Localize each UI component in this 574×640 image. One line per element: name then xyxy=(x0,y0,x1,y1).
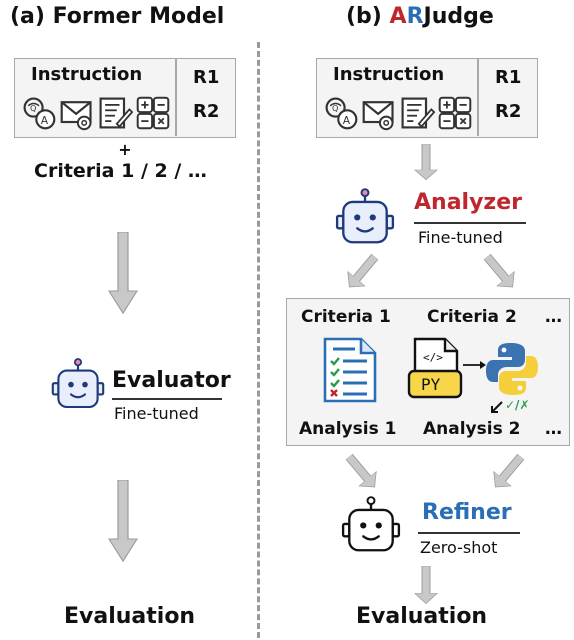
calculator-icon xyxy=(135,95,171,131)
right-arrow xyxy=(463,361,486,369)
plus-sign: + xyxy=(118,140,132,159)
search-chat-icon xyxy=(323,95,359,131)
document-edit-icon xyxy=(97,95,133,131)
robot-icon xyxy=(334,188,396,250)
check-fail-label: ✓/✗ xyxy=(505,398,530,412)
right-panel-title: (b) ARJudge xyxy=(346,4,494,29)
left-instruction-box: Instruction R1 R2 xyxy=(14,58,236,138)
evaluator-name: Evaluator xyxy=(112,368,231,393)
output-arrow-icon xyxy=(491,401,503,413)
calculator-icon xyxy=(437,95,473,131)
divider-line xyxy=(175,59,177,136)
analyzer-subtitle: Fine-tuned xyxy=(418,228,503,247)
analysis-box: Criteria 1 Criteria 2 … </> PY xyxy=(286,298,570,446)
response-r1-label: R1 xyxy=(193,67,220,88)
title-rest: Judge xyxy=(423,4,494,29)
analysis-2-label: Analysis 2 xyxy=(423,419,521,439)
evaluator-subtitle: Fine-tuned xyxy=(114,404,199,423)
down-right-arrow xyxy=(340,452,384,492)
refiner-underline xyxy=(418,532,520,534)
title-a-letter: A xyxy=(389,4,407,29)
down-right-arrow xyxy=(478,252,522,292)
analyzer-name: Analyzer xyxy=(414,190,522,215)
divider-line xyxy=(477,59,479,136)
mail-icon xyxy=(361,95,397,131)
robot-icon xyxy=(340,496,402,558)
criteria-1-label: Criteria 1 xyxy=(301,307,391,327)
right-evaluation-output: Evaluation xyxy=(356,604,488,629)
down-arrow xyxy=(108,232,138,314)
criteria-2-label: Criteria 2 xyxy=(427,307,517,327)
robot-icon xyxy=(50,358,106,414)
svg-text:</>: </> xyxy=(423,351,443,364)
down-left-arrow xyxy=(486,452,530,492)
title-prefix: (b) xyxy=(346,4,390,29)
down-arrow xyxy=(414,566,438,604)
pass-fail-marks: ✓/✗ xyxy=(505,398,530,412)
refiner-name: Refiner xyxy=(422,500,512,525)
instruction-label: Instruction xyxy=(31,64,143,85)
response-r2-label: R2 xyxy=(193,101,220,122)
down-arrow xyxy=(414,144,438,180)
python-file-icon: </> xyxy=(407,337,463,399)
response-r1-label: R1 xyxy=(495,67,522,88)
title-r-letter: R xyxy=(406,4,424,29)
python-logo-icon xyxy=(486,343,538,395)
down-arrow xyxy=(108,480,138,562)
search-chat-icon xyxy=(21,95,57,131)
instruction-label: Instruction xyxy=(333,64,445,85)
checklist-document-icon xyxy=(323,337,377,403)
left-panel-title: (a) Former Model xyxy=(10,4,225,29)
more-criteria-ellipsis: … xyxy=(545,307,562,327)
left-evaluation-output: Evaluation xyxy=(64,604,196,629)
mail-icon xyxy=(59,95,95,131)
panel-divider xyxy=(257,42,260,638)
down-left-arrow xyxy=(340,252,384,292)
criteria-list-label: Criteria 1 / 2 / … xyxy=(34,160,207,182)
response-r2-label: R2 xyxy=(495,101,522,122)
py-badge-label: PY xyxy=(421,375,441,394)
analysis-1-label: Analysis 1 xyxy=(299,419,397,439)
analyzer-underline xyxy=(414,222,526,224)
more-analysis-ellipsis: … xyxy=(545,419,562,439)
evaluator-underline xyxy=(112,398,222,400)
refiner-subtitle: Zero-shot xyxy=(420,538,498,557)
right-instruction-box: Instruction R1 R2 xyxy=(316,58,538,138)
document-edit-icon xyxy=(399,95,435,131)
